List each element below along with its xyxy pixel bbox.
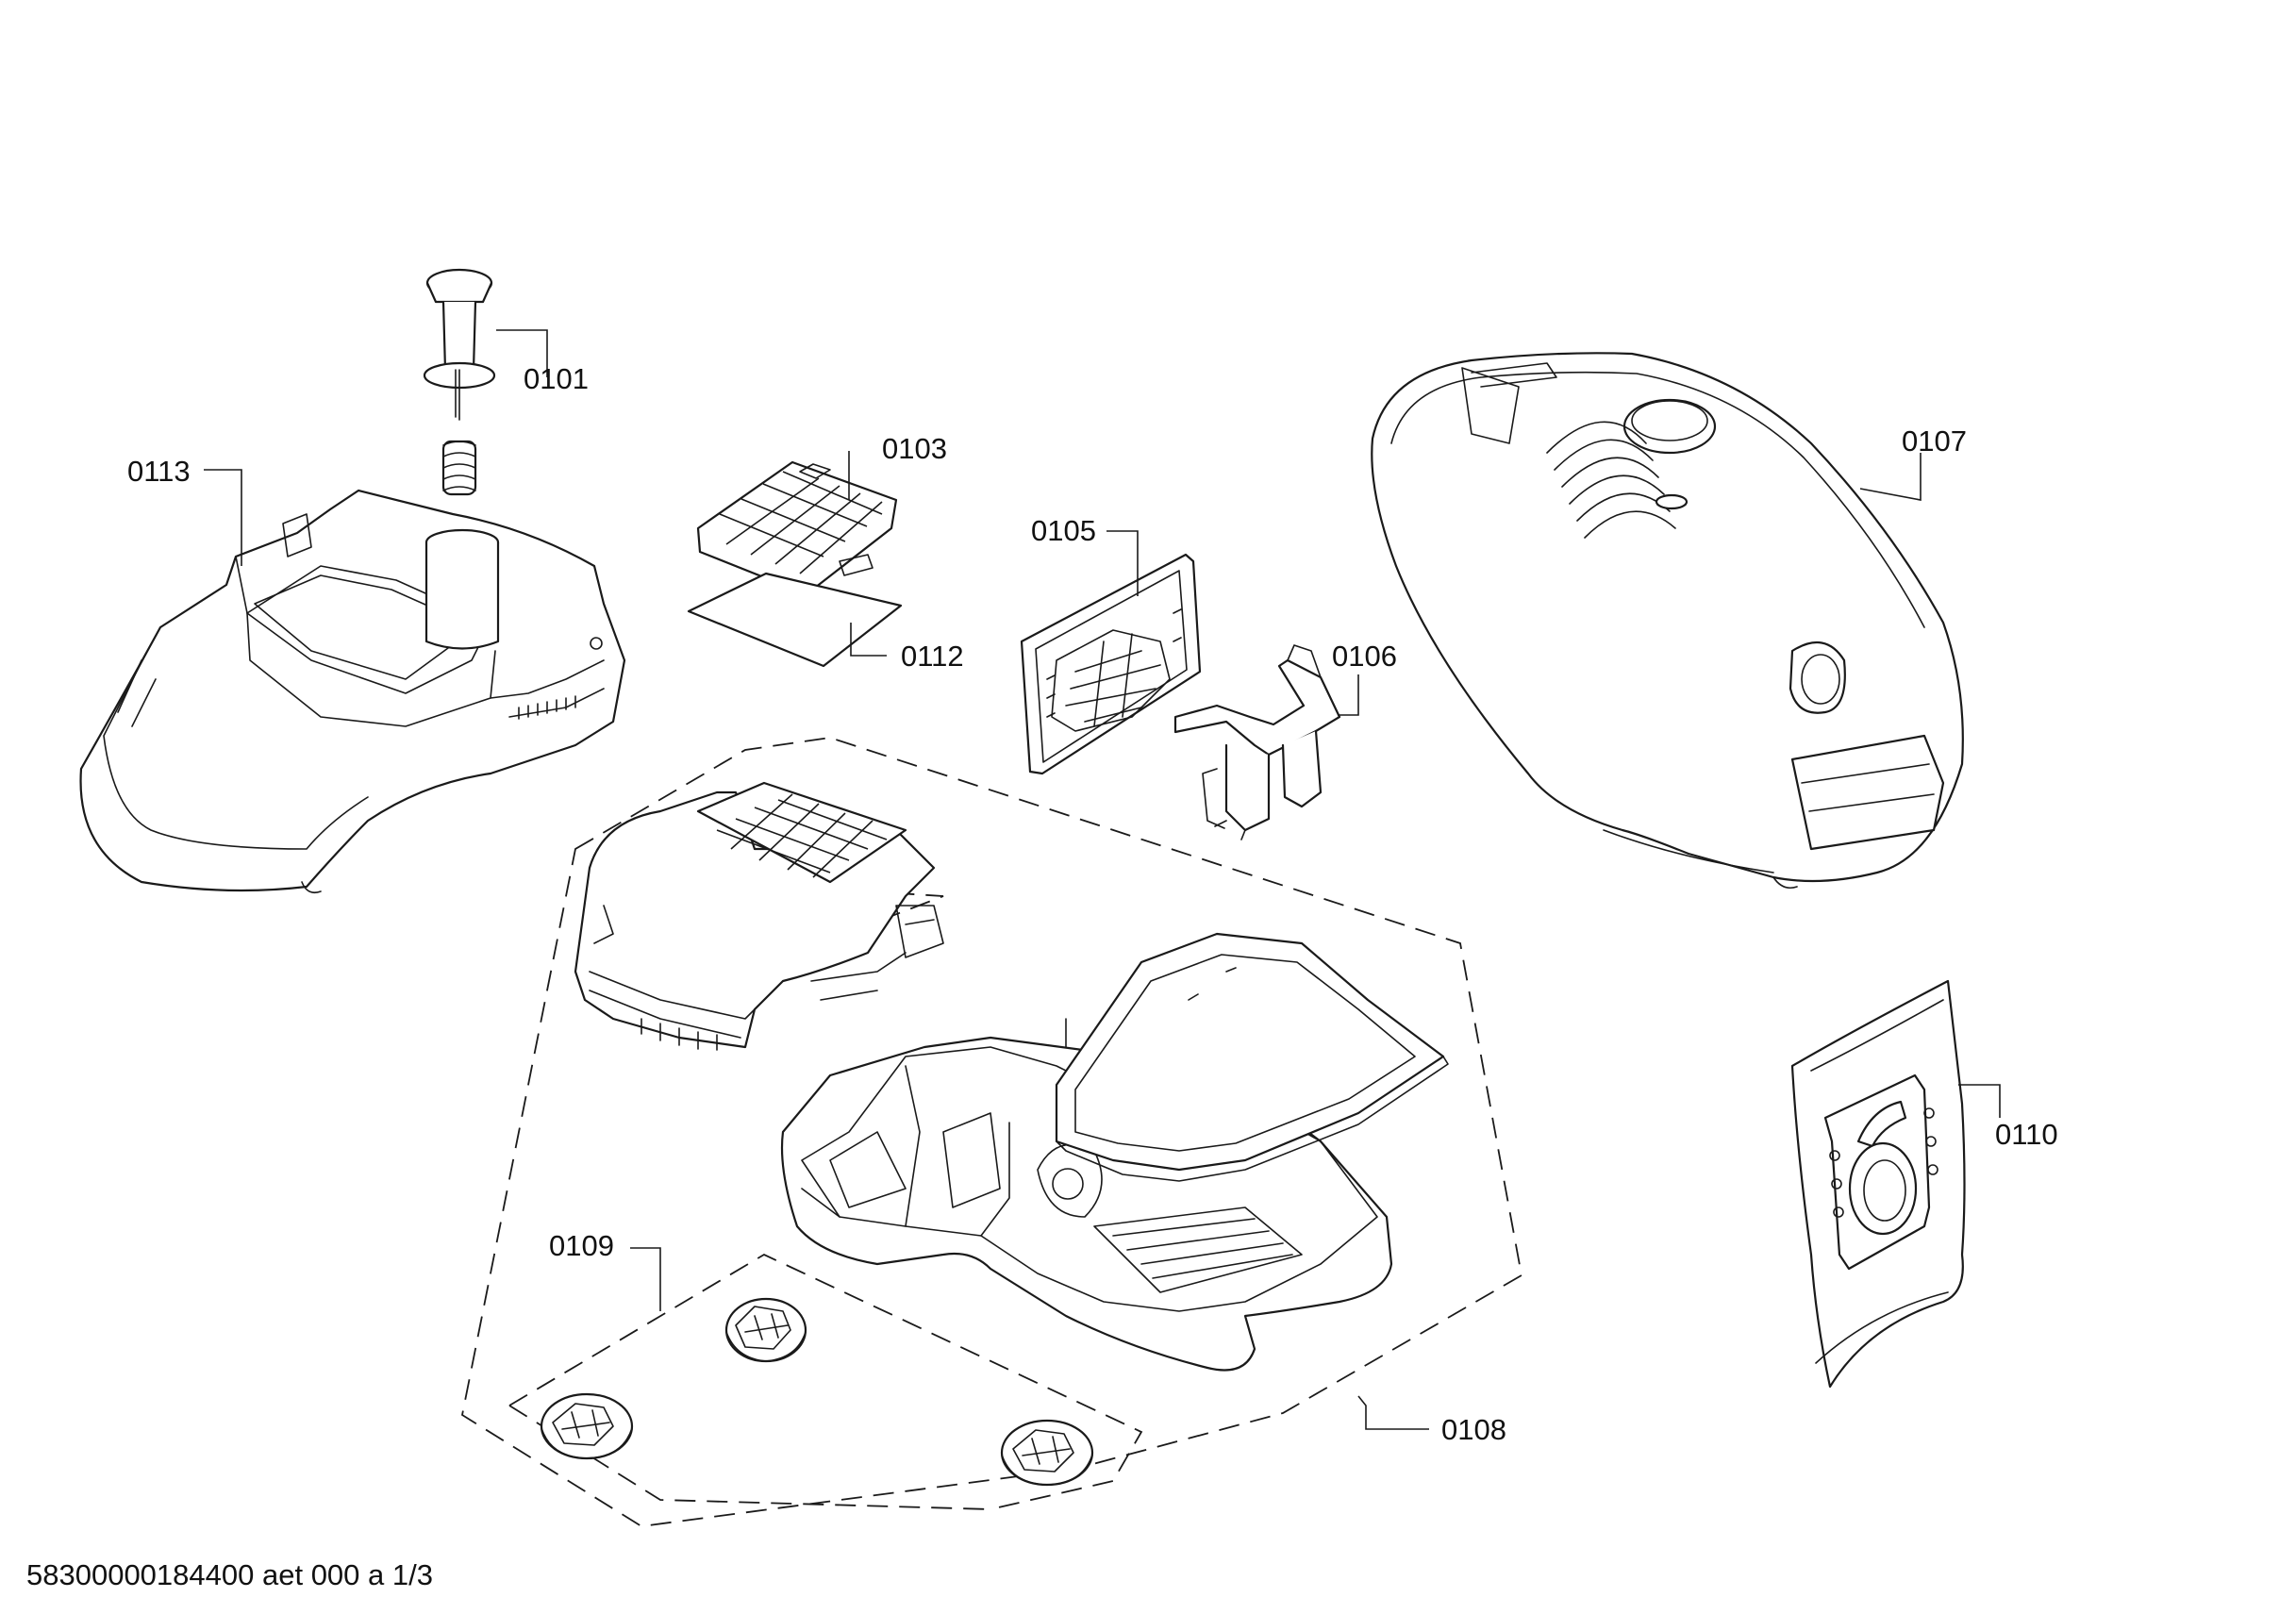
callout-0105: 0105 <box>1031 514 1096 547</box>
callout-0108: 0108 <box>1441 1413 1506 1446</box>
part-0106-clip-bracket <box>1173 644 1341 840</box>
part-0105-grille-frame <box>1020 553 1202 775</box>
callout-0101: 0101 <box>524 362 589 395</box>
callout-0107: 0107 <box>1902 424 1967 458</box>
document-footer-id: 58300000184400 aet 000 a 1/3 <box>26 1558 433 1591</box>
callout-0109: 0109 <box>549 1229 614 1262</box>
callout-0103: 0103 <box>882 432 947 465</box>
callout-0110: 0110 <box>1995 1118 2058 1151</box>
part-0113-housing-cover <box>79 489 626 894</box>
callout-0113: 0113 <box>127 455 191 488</box>
part-0107-top-cover <box>1371 352 1964 890</box>
callout-0112: 0112 <box>901 640 964 673</box>
part-0112-filter-mat <box>687 572 903 668</box>
part-0103-filter-grid <box>696 460 898 596</box>
part-0110-dust-bag <box>1790 979 1966 1389</box>
part-0109-wheels <box>508 1253 1143 1510</box>
part-0108-base-assembly <box>460 737 1523 1527</box>
callout-0106: 0106 <box>1332 640 1397 673</box>
part-0101-pin-with-spring <box>423 268 496 496</box>
